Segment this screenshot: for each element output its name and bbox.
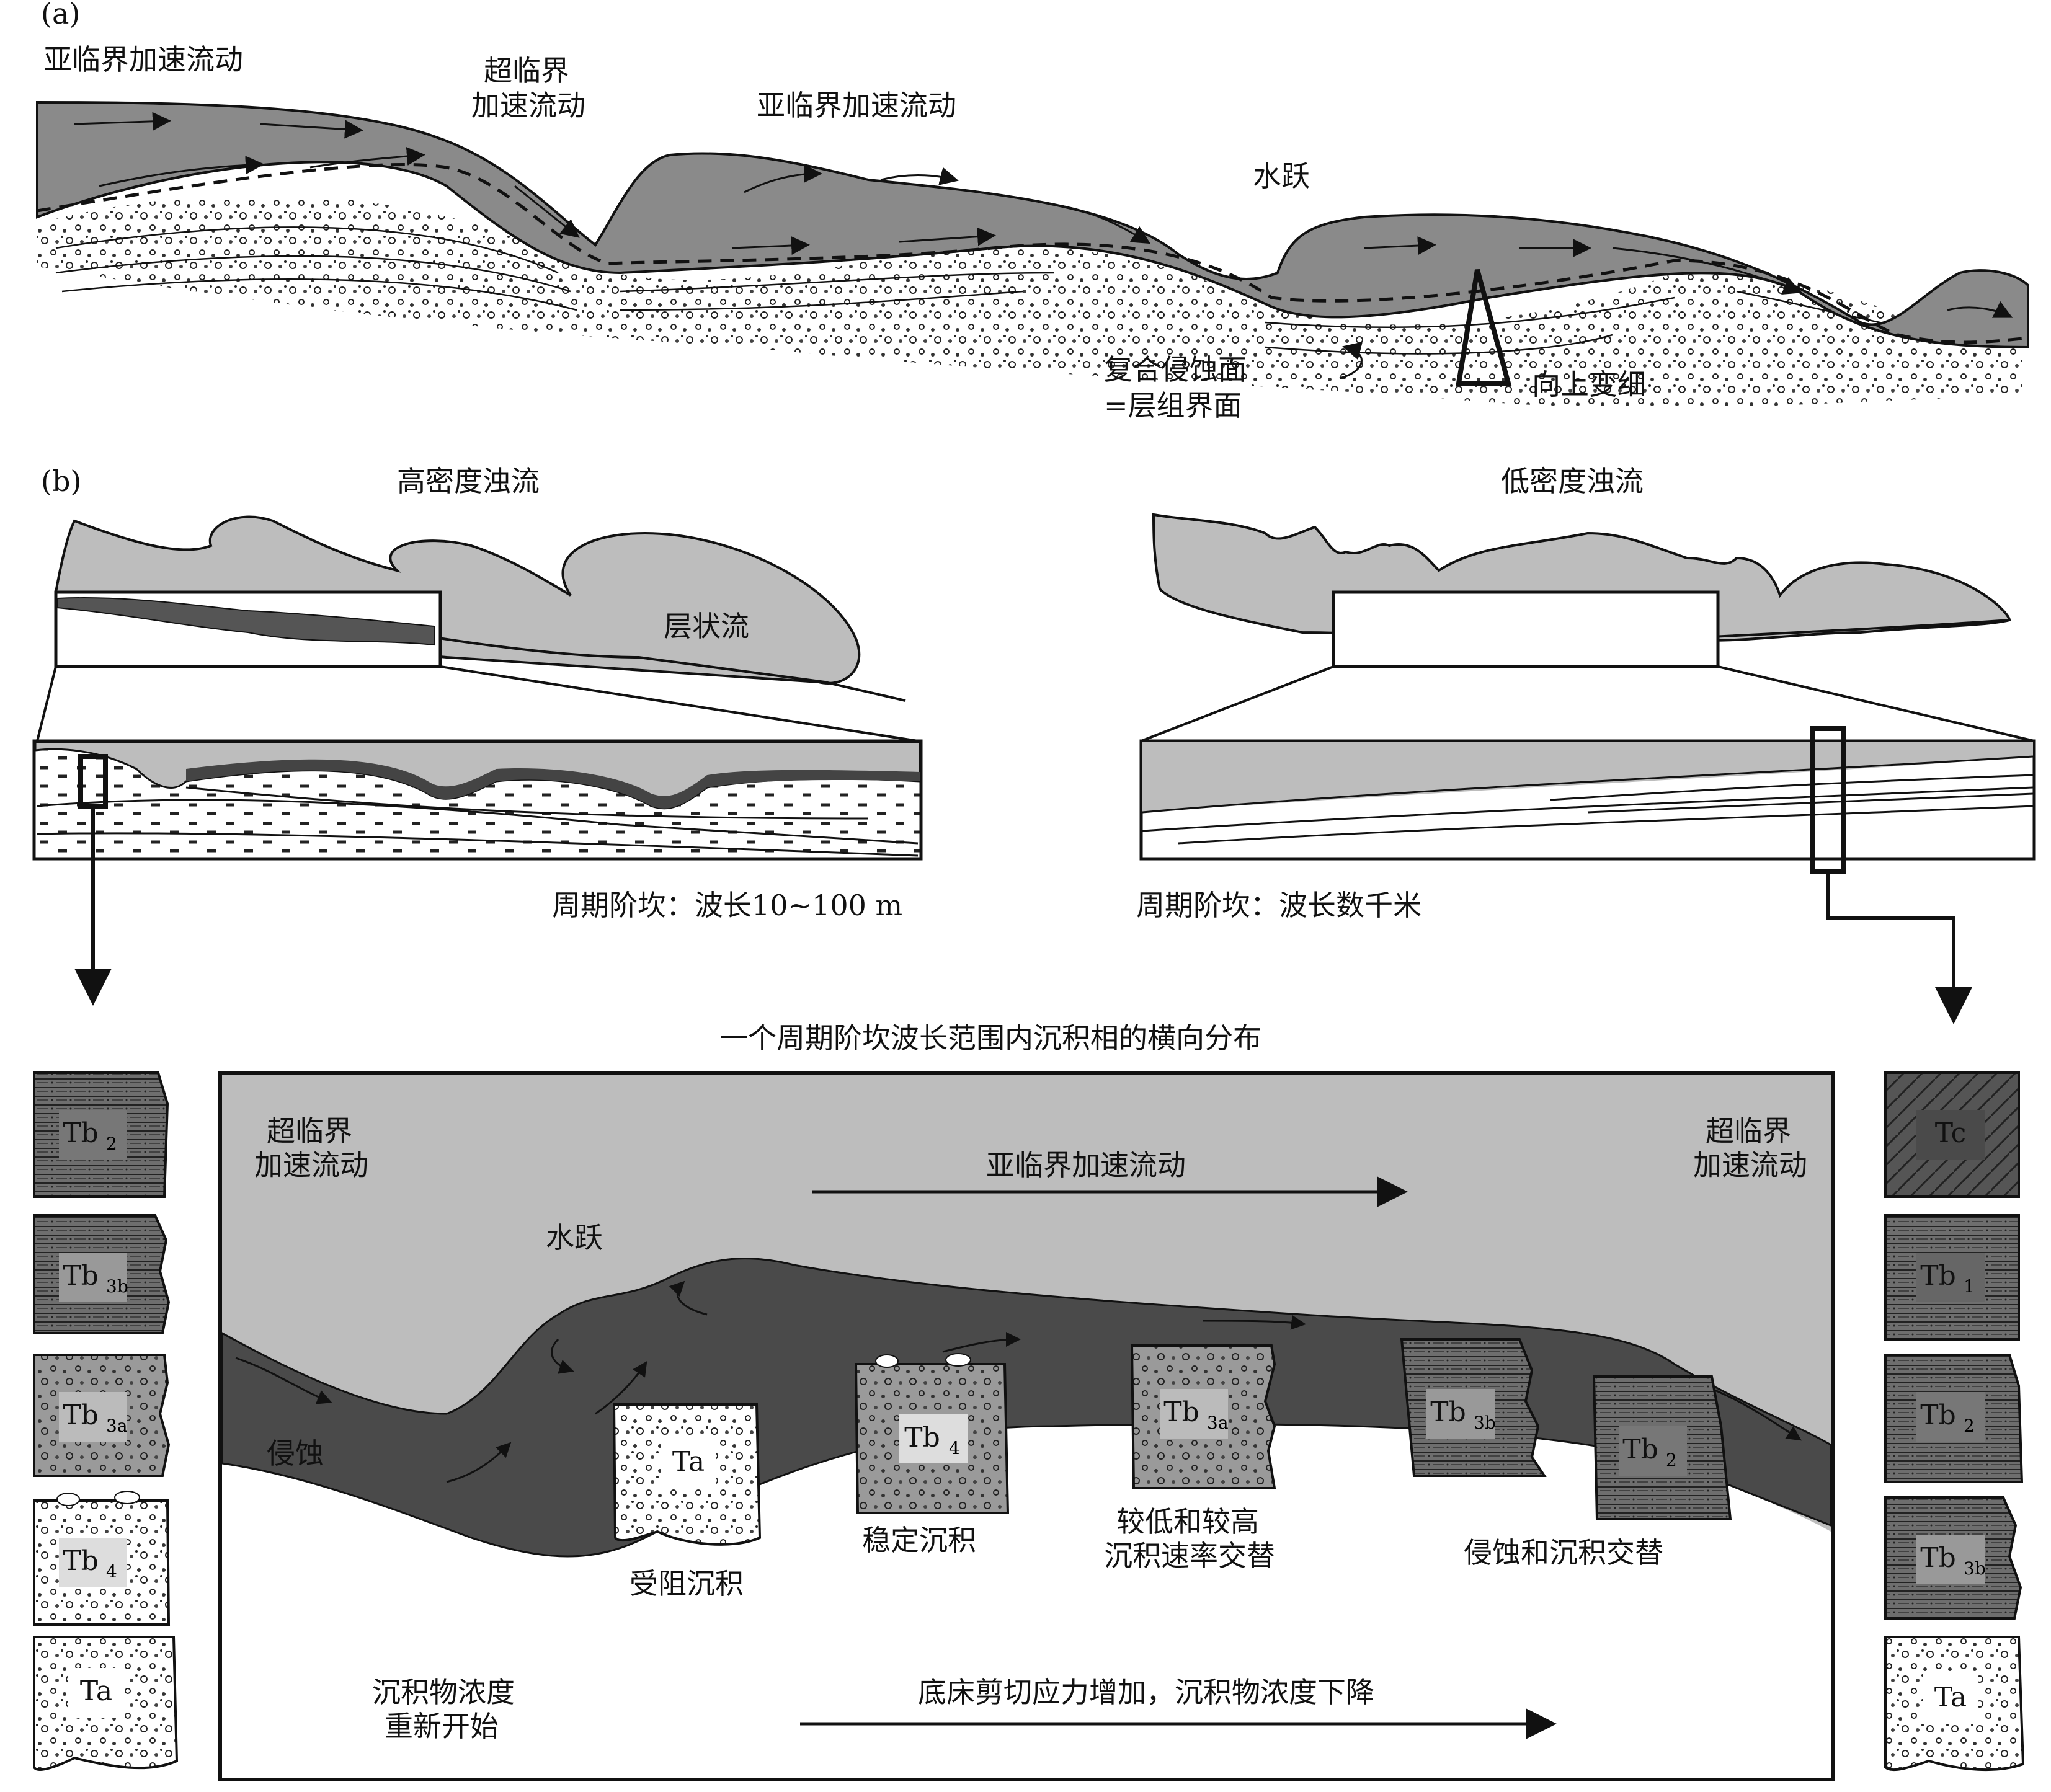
right-tb2: Tb 2 — [1884, 1354, 2024, 1483]
supercritical-label-2: 加速流动 — [471, 89, 585, 122]
cyclic-step-right-label: 周期阶坎：波长数千米 — [1136, 889, 1421, 922]
right-tb2-sub: 2 — [1964, 1416, 1975, 1436]
layered-flow-label: 层状流 — [664, 610, 749, 643]
shear-label: 底床剪切应力增加，沉积物浓度下降 — [918, 1675, 1374, 1709]
hindered-label: 受阻沉积 — [630, 1567, 744, 1600]
panel-a-label: (a) — [41, 0, 80, 30]
lower-super-left-1: 超临界 — [267, 1114, 352, 1148]
stable-label: 稳定沉积 — [862, 1524, 976, 1557]
facies-tb4-inner: Tb 4 — [854, 1353, 1010, 1514]
lower-super-right-1: 超临界 — [1706, 1114, 1791, 1148]
facies-tb3b-inner: Tb 3b — [1400, 1338, 1547, 1477]
erosion-label-2: =层组界面 — [1104, 389, 1242, 422]
right-tb1: Tb 1 — [1884, 1214, 2020, 1341]
alternating-rate-2: 沉积速率交替 — [1104, 1539, 1275, 1572]
lower-subcritical-label: 亚临界加速流动 — [986, 1148, 1186, 1182]
high-density-zoom-dark — [186, 759, 920, 809]
lower-title: 一个周期阶坎波长范围内沉积相的横向分布 — [719, 1021, 1261, 1055]
left-tb3a: Tb 3a — [33, 1354, 171, 1477]
erosion-label-1: 复合侵蚀面 — [1104, 353, 1247, 386]
panel-b: (b) 高密度浊流 低密度浊流 层状流 周期阶坎：波长10~100 m — [32, 464, 2036, 1024]
subcritical-left-label: 亚临界加速流动 — [43, 43, 243, 76]
low-density-base — [1674, 619, 2010, 640]
facies-tb3a-label: Tb — [1163, 1396, 1199, 1428]
lower-diagram: 一个周期阶坎波长范围内沉积相的横向分布 超临界 加速流动 亚临界加速流动 超临界… — [218, 1021, 1835, 1781]
left-tb3b-sub: 3b — [106, 1276, 128, 1297]
left-tb4-sub: 4 — [106, 1561, 117, 1582]
restart-1: 沉积物浓度 — [372, 1675, 515, 1709]
left-tb2-sub: 2 — [106, 1133, 117, 1154]
left-ta: Ta — [33, 1636, 179, 1771]
subcritical-mid-label: 亚临界加速流动 — [757, 89, 956, 122]
facies-tb3a-inner: Tb 3a — [1130, 1344, 1276, 1489]
panel-a-dashed-surface — [37, 162, 2029, 344]
erosion-pointer — [1339, 342, 1363, 379]
panel-a-flow — [36, 100, 2029, 349]
facies-tb4-label: Tb — [904, 1422, 940, 1453]
low-density-zoom-lines — [1141, 665, 2035, 742]
facies-tb3b-sub: 3b — [1474, 1413, 1496, 1433]
panel-a-laminae — [55, 226, 2016, 355]
lower-hydraulic-jump: 水跃 — [546, 1221, 603, 1254]
left-tb3b-label: Tb — [63, 1260, 99, 1292]
high-density-zoom-lines — [36, 665, 919, 742]
high-density-title: 高密度浊流 — [397, 464, 540, 498]
facies-tb4-sub: 4 — [949, 1438, 960, 1458]
supercritical-label-1: 超临界 — [484, 54, 569, 87]
facies-ta-inner: Ta — [612, 1403, 762, 1546]
lower-substrate — [222, 1424, 1831, 1778]
left-tb3b: Tb 3b — [33, 1214, 171, 1334]
right-ta-label: Ta — [1934, 1682, 1967, 1713]
right-tc: Tc — [1884, 1071, 2020, 1198]
high-density-inset-flow — [56, 597, 435, 646]
right-tb3b-sub: 3b — [1964, 1558, 1986, 1579]
facies-tb3a-sub: 3a — [1207, 1413, 1229, 1433]
left-tb3a-sub: 3a — [106, 1416, 128, 1436]
lower-super-left-2: 加速流动 — [254, 1148, 368, 1182]
left-tb3a-label: Tb — [63, 1399, 99, 1431]
facies-tb3b-label: Tb — [1430, 1396, 1466, 1428]
facies-tb2-sub: 2 — [1666, 1450, 1677, 1470]
erosion-deposition-label: 侵蚀和沉积交替 — [1464, 1536, 1663, 1569]
facies-tb2-label: Tb — [1622, 1434, 1658, 1465]
left-tb2: Tb 2 — [33, 1071, 169, 1198]
low-density-title: 低密度浊流 — [1501, 464, 1644, 498]
left-tb4-label: Tb — [63, 1545, 99, 1577]
left-tb2-label: Tb — [63, 1117, 99, 1149]
hydraulic-jump-label: 水跃 — [1253, 159, 1310, 193]
alternating-rate-1: 较低和较高 — [1116, 1505, 1259, 1538]
right-ta: Ta — [1884, 1636, 2025, 1772]
fining-up-triangle — [1456, 268, 1512, 386]
restart-2: 重新开始 — [385, 1710, 499, 1743]
facies-ta-label: Ta — [672, 1446, 705, 1478]
lower-super-right-2: 加速流动 — [1693, 1148, 1807, 1182]
cyclic-step-left-label: 周期阶坎：波长10~100 m — [552, 889, 902, 922]
left-facies-column: Tb 2 Tb 3b Tb 3a Tb 4 Ta — [33, 1071, 179, 1771]
right-facies-column: Tc Tb 1 Tb 2 Tb 3b Ta — [1884, 1071, 2025, 1772]
facies-tb2-inner: Tb 2 — [1592, 1375, 1732, 1520]
right-tc-label: Tc — [1935, 1117, 1967, 1149]
right-tb3b: Tb 3b — [1884, 1496, 2022, 1620]
right-tb1-sub: 1 — [1964, 1276, 1975, 1297]
right-tb2-label: Tb — [1920, 1399, 1956, 1431]
panel-a: (a) — [36, 0, 2029, 422]
panel-a-flow-arrows — [74, 112, 2013, 318]
high-density-flow — [55, 515, 861, 685]
left-ta-label: Ta — [80, 1675, 112, 1707]
panel-b-label: (b) — [41, 464, 81, 498]
left-tb4: Tb 4 — [33, 1491, 171, 1626]
right-tb1-label: Tb — [1920, 1260, 1956, 1292]
right-tb3b-label: Tb — [1920, 1542, 1956, 1574]
low-density-zoom-laminae — [1142, 755, 2034, 845]
lower-erosion: 侵蚀 — [267, 1437, 324, 1470]
fining-up-label: 向上变细 — [1532, 368, 1646, 401]
low-density-inset — [1332, 590, 1720, 668]
low-density-core-arrow — [1826, 871, 1972, 1024]
